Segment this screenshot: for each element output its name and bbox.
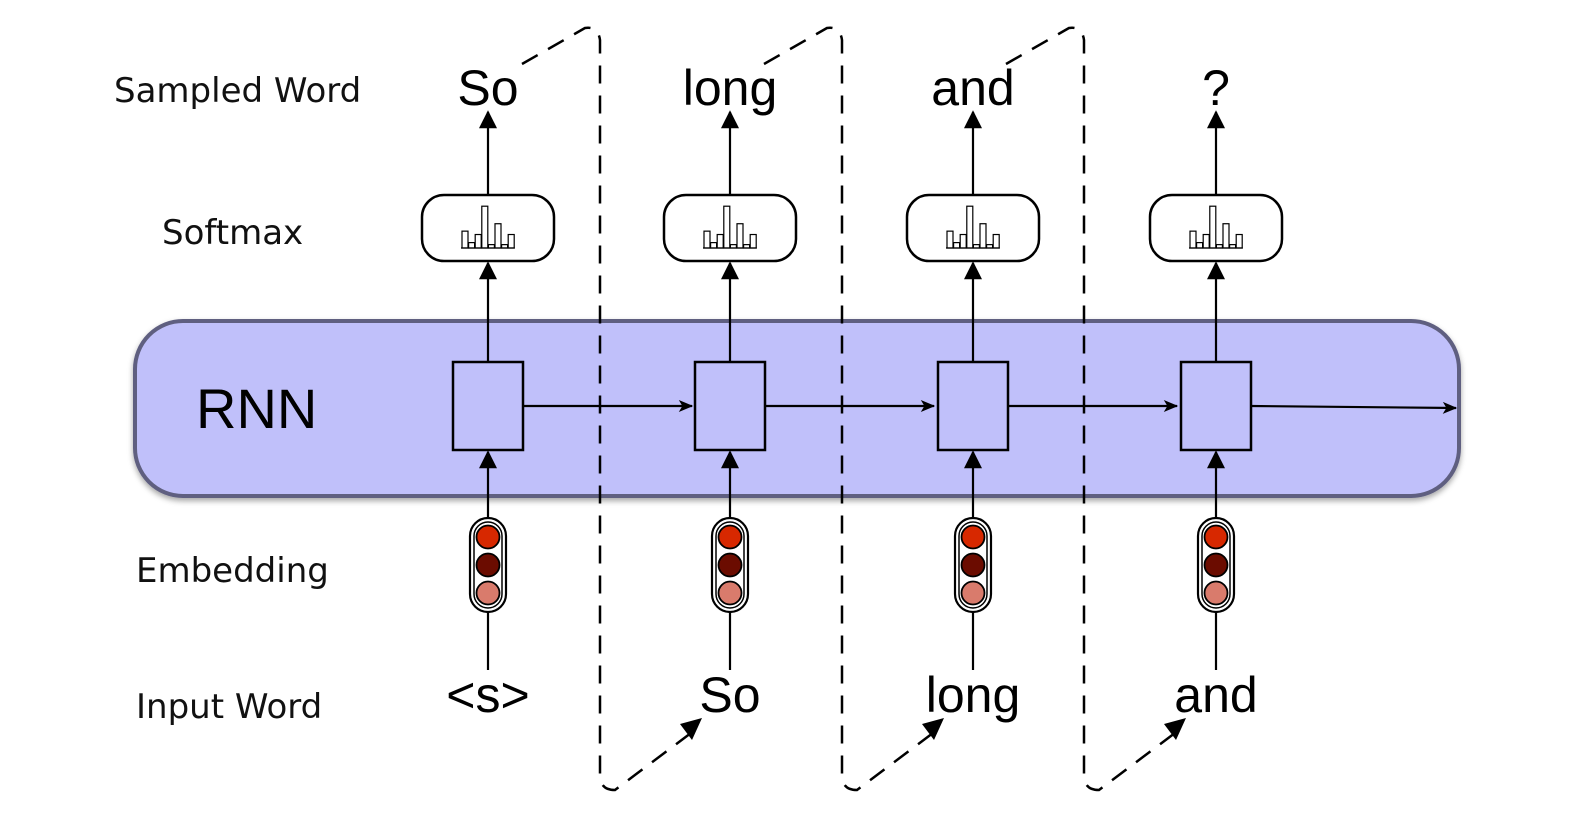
- embedding-vector: [468, 516, 508, 614]
- histogram-bar: [481, 205, 489, 249]
- histogram-bar: [952, 242, 961, 249]
- sampled-word: and: [931, 60, 1014, 116]
- timestep-column-1: So <s>: [420, 60, 556, 723]
- feedback-arrowheads: [680, 718, 1186, 740]
- histogram-bar: [946, 230, 954, 249]
- embedding-unit: [717, 552, 743, 578]
- histogram-bar: [468, 242, 476, 249]
- rnn-cell: [693, 360, 767, 452]
- feedback-arrowhead-2: [922, 718, 944, 740]
- embedding-vector: [710, 516, 750, 614]
- histogram-bar: [507, 233, 515, 249]
- embedding-unit: [960, 524, 986, 550]
- histogram-bar: [1195, 242, 1204, 249]
- histogram-bar: [1209, 205, 1217, 249]
- embedding-unit: [475, 524, 501, 550]
- softmax-histogram: [946, 205, 1000, 249]
- embedding-unit: [475, 552, 501, 578]
- recurrent-connections: [523, 400, 1458, 414]
- histogram-bar: [966, 205, 974, 249]
- row-label-softmax: Softmax: [162, 213, 303, 253]
- feedback-bracket-3: [1005, 26, 1180, 792]
- histogram-bar: [703, 230, 711, 249]
- rnn-layer-band: [133, 319, 1461, 498]
- row-label-embedding: Embedding: [136, 551, 329, 591]
- embedding-unit: [960, 552, 986, 578]
- input-word: So: [699, 667, 760, 723]
- embedding-unit: [717, 580, 743, 606]
- input-word: and: [1174, 667, 1257, 723]
- histogram-bar: [474, 233, 482, 249]
- histogram-bar: [716, 233, 724, 249]
- embedding-unit: [1203, 524, 1229, 550]
- histogram-bar: [494, 223, 502, 249]
- histogram-bar: [992, 233, 1000, 249]
- input-word: <s>: [446, 667, 529, 723]
- feedback-arrowhead-1: [680, 718, 702, 740]
- timestep-column-3: and long: [905, 60, 1041, 723]
- rnn-cell: [936, 360, 1010, 452]
- feedback-bracket-1: [521, 26, 696, 792]
- histogram-bar: [736, 223, 744, 249]
- embedding-unit: [717, 524, 743, 550]
- sampled-word: long: [683, 60, 778, 116]
- rnn-layer-label: RNN: [196, 377, 317, 440]
- embedding-unit: [475, 580, 501, 606]
- embedding-vector: [953, 516, 993, 614]
- recurrent-arrow-out: [1250, 401, 1458, 414]
- sampled-word: ?: [1202, 60, 1230, 116]
- row-label-sampled-word: Sampled Word: [114, 71, 361, 111]
- embedding-unit: [1203, 552, 1229, 578]
- histogram-bar: [1189, 230, 1197, 249]
- histogram-bar: [979, 223, 987, 249]
- histogram-bar: [1202, 233, 1210, 249]
- softmax-histogram: [461, 205, 515, 249]
- histogram-bar: [709, 242, 718, 249]
- histogram-bar: [461, 230, 469, 249]
- feedback-bracket-2: [763, 26, 938, 792]
- input-word: long: [926, 667, 1021, 723]
- histogram-bar: [959, 233, 967, 249]
- feedback-brackets: [521, 26, 1180, 792]
- histogram-bar: [1235, 233, 1243, 249]
- histogram-bar: [1222, 223, 1230, 249]
- histogram-bar: [723, 205, 731, 249]
- embedding-unit: [1203, 580, 1229, 606]
- row-label-input-word: Input Word: [136, 687, 322, 727]
- histogram-bar: [749, 233, 757, 249]
- embedding-vector: [1196, 516, 1236, 614]
- softmax-histogram: [703, 205, 757, 249]
- timestep-column-4: ? and: [1148, 60, 1284, 723]
- embedding-unit: [960, 580, 986, 606]
- rnn-cell: [451, 360, 525, 452]
- feedback-arrowhead-3: [1164, 718, 1186, 740]
- sampled-word: So: [457, 60, 518, 116]
- rnn-cell: [1179, 360, 1253, 452]
- softmax-histogram: [1189, 205, 1243, 249]
